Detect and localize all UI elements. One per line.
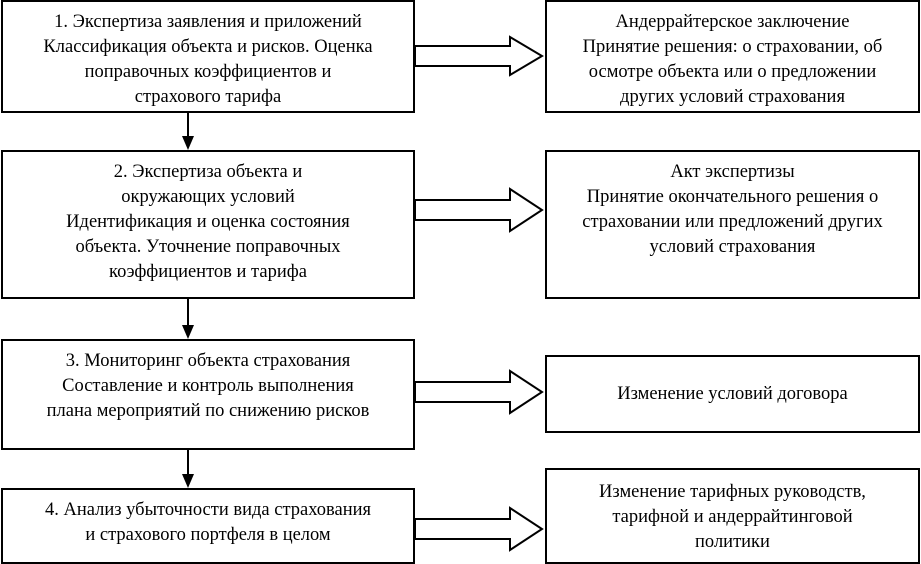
stage-2-object-inspection-box: 2. Экспертиза объекта и окружающих услов… xyxy=(1,150,415,299)
stage-3-line-1: 3. Мониторинг объекта страхования xyxy=(65,351,351,371)
outcome-1-underwriting-conclusion-box: Андеррайтерское заключение Принятие реше… xyxy=(545,0,920,113)
outcome-3-contract-change-box: Изменение условий договора xyxy=(545,355,920,433)
stage-1-line-3: поправочных коэффициентов и xyxy=(84,62,332,82)
right-block-arrow-2 xyxy=(414,187,544,233)
outcome-1-line-3: осмотре объекта или о предложении xyxy=(588,62,877,82)
outcome-4-tariff-policy-change-box: Изменение тарифных руководств, тарифной … xyxy=(545,468,920,564)
outcome-4-line-1: Изменение тарифных руководств, xyxy=(599,482,866,502)
outcome-3-line-1: Изменение условий договора xyxy=(617,383,848,404)
stage-2-line-4: объекта. Уточнение поправочных xyxy=(75,237,341,257)
stage-2-line-2: окружающих условий xyxy=(121,187,295,207)
stage-3-line-3: плана мероприятий по снижению рисков xyxy=(46,401,370,421)
outcome-1-line-1: Андеррайтерское заключение xyxy=(615,12,850,32)
outcome-2-inspection-act-box: Акт экспертизы Принятие окончательного р… xyxy=(545,150,920,299)
stage-4-line-1: 4. Анализ убыточности вида страхования xyxy=(44,500,372,520)
outcome-2-line-3: страховании или предложений других xyxy=(582,212,883,232)
stage-1-line-2: Классификация объекта и рисков. Оценка xyxy=(43,37,373,57)
stage-1-line-1: 1. Экспертиза заявления и приложений xyxy=(54,12,362,32)
stage-1-application-review-box: 1. Экспертиза заявления и приложений Кла… xyxy=(1,0,415,113)
down-arrow-1-to-2 xyxy=(182,113,194,150)
stage-4-loss-analysis-box: 4. Анализ убыточности вида страхования и… xyxy=(1,488,415,564)
outcome-2-line-1: Акт экспертизы xyxy=(670,162,795,182)
outcome-2-line-4: условий страхования xyxy=(649,237,816,257)
outcome-1-line-4: других условий страхования xyxy=(620,87,845,107)
right-block-arrow-1 xyxy=(414,35,544,77)
stage-4-line-2: и страхового портфеля в целом xyxy=(85,525,331,545)
down-arrow-3-to-4 xyxy=(182,450,194,488)
outcome-2-line-2: Принятие окончательного решения о xyxy=(586,187,879,207)
down-arrow-2-to-3 xyxy=(182,299,194,339)
stage-3-line-2: Составление и контроль выполнения xyxy=(62,376,354,396)
stage-3-monitoring-box: 3. Мониторинг объекта страхования Состав… xyxy=(1,339,415,450)
stage-2-line-3: Идентификация и оценка состояния xyxy=(66,212,350,232)
right-block-arrow-3 xyxy=(414,369,544,415)
right-block-arrow-4 xyxy=(414,506,544,552)
outcome-4-line-3: политики xyxy=(695,532,770,552)
stage-2-line-1: 2. Экспертиза объекта и xyxy=(113,162,303,182)
outcome-4-line-2: тарифной и андеррайтинговой xyxy=(612,507,853,527)
outcome-1-line-2: Принятие решения: о страховании, об xyxy=(582,37,883,57)
stage-2-line-5: коэффициентов и тарифа xyxy=(109,262,307,282)
stage-1-line-4: страхового тарифа xyxy=(134,87,282,107)
